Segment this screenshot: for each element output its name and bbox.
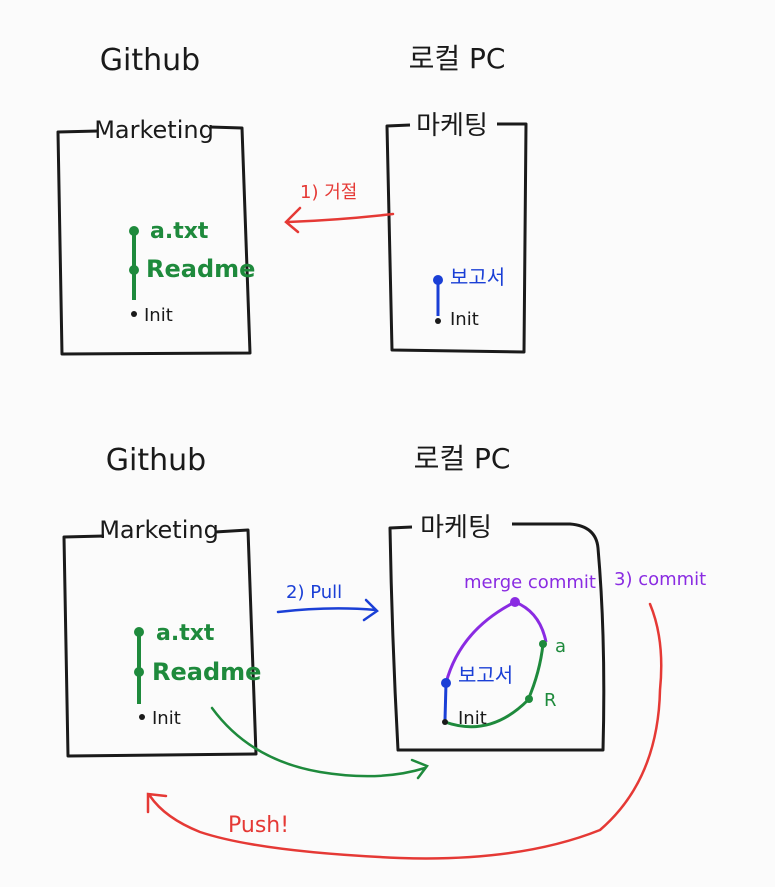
bottom-remote-repo-box <box>62 528 258 758</box>
bottom-local-repo-label: 마케팅 <box>420 513 492 543</box>
bottom-local-dot-init <box>442 719 448 725</box>
top-remote-repo-box <box>56 125 252 356</box>
top-commit-dot-readme <box>129 265 139 275</box>
bottom-local-blue-line <box>443 682 448 721</box>
bottom-local-commit-report: 보고서 <box>458 663 513 687</box>
top-local-repo-label: 마케팅 <box>416 111 488 141</box>
bottom-commit-dot-a-txt <box>134 627 144 637</box>
bottom-remote-repo-label: Marketing <box>99 516 219 544</box>
top-local-pc-heading: 로컬 PC <box>409 42 506 75</box>
bottom-local-pc-heading: 로컬 PC <box>414 442 511 475</box>
push-label: Push! <box>228 813 289 838</box>
top-local-dot-report <box>433 275 443 285</box>
bottom-commit-a-txt: a.txt <box>156 621 215 646</box>
top-commit-dot-a-txt <box>129 226 139 236</box>
remote-to-local-green-arrow <box>210 706 429 780</box>
bottom-commit-dot-init <box>139 714 145 720</box>
commit-label: 3) commit <box>614 569 706 590</box>
pull-arrow <box>276 598 379 622</box>
top-commit-readme: Readme <box>146 255 255 283</box>
bottom-local-commit-r: R <box>544 690 557 711</box>
top-local-commit-report: 보고서 <box>450 265 505 289</box>
push-arrow <box>146 602 663 860</box>
pull-label: 2) Pull <box>286 582 342 603</box>
bottom-local-commit-a: a <box>555 636 566 657</box>
rejected-label: 1) 거절 <box>300 182 357 203</box>
top-commit-init: Init <box>144 305 173 326</box>
bottom-local-repo-box <box>388 522 606 752</box>
bottom-local-dot-report <box>441 678 451 688</box>
bottom-local-dot-a <box>539 640 547 648</box>
bottom-commit-init: Init <box>152 708 181 729</box>
bottom-local-dot-r <box>525 695 533 703</box>
rejected-arrow <box>284 206 395 234</box>
top-commit-a-txt: a.txt <box>150 219 209 244</box>
top-github-heading: Github <box>100 43 200 78</box>
top-local-dot-init <box>435 318 441 324</box>
top-local-commit-init: Init <box>450 309 479 330</box>
merge-commit-label: merge commit <box>464 572 596 593</box>
bottom-commit-readme: Readme <box>152 658 261 686</box>
bottom-merge-commit-dot <box>510 597 520 607</box>
bottom-github-heading: Github <box>106 443 206 478</box>
bottom-commit-dot-readme <box>134 667 144 677</box>
top-local-repo-box <box>385 122 528 354</box>
top-remote-repo-label: Marketing <box>94 116 214 144</box>
bottom-merge-purple-curve <box>444 600 548 684</box>
bottom-local-commit-init: Init <box>458 708 487 729</box>
top-commit-dot-init <box>131 311 137 317</box>
